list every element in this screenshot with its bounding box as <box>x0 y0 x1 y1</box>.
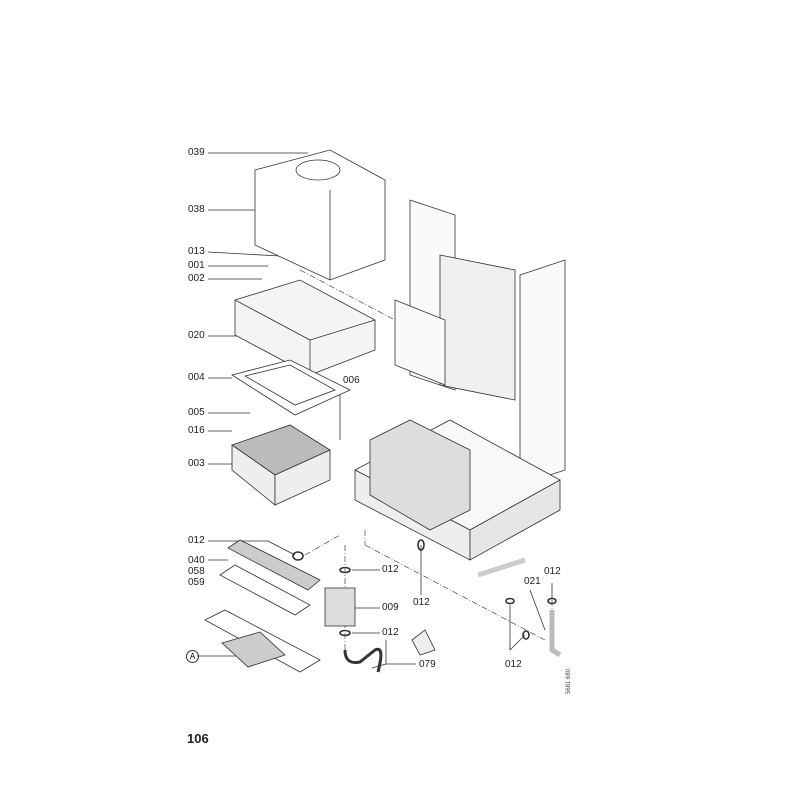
callout-012: 012 <box>188 535 205 546</box>
callout-001: 001 <box>188 260 205 271</box>
callout-004: 004 <box>188 372 205 383</box>
callout-009: 009 <box>382 602 399 613</box>
callout-039: 039 <box>188 147 205 158</box>
callout-012: 012 <box>413 597 430 608</box>
callout-002: 002 <box>188 273 205 284</box>
callout-013: 013 <box>188 246 205 257</box>
callout-040: 040 <box>188 555 205 566</box>
callout-005: 005 <box>188 407 205 418</box>
callout-012: 012 <box>505 659 522 670</box>
page-number: 106 <box>187 731 209 746</box>
callout-079: 079 <box>419 659 436 670</box>
callout-038: 038 <box>188 204 205 215</box>
callout-012: 012 <box>544 566 561 577</box>
callout-058: 058 <box>188 566 205 577</box>
callout-006: 006 <box>343 375 360 386</box>
callout-059: 059 <box>188 577 205 588</box>
callout-003: 003 <box>188 458 205 469</box>
callout-016: 016 <box>188 425 205 436</box>
callout-012: 012 <box>382 627 399 638</box>
detail-marker-a: A <box>186 650 199 663</box>
callout-020: 020 <box>188 330 205 341</box>
callout-012: 012 <box>382 564 399 575</box>
callout-021: 021 <box>524 576 541 587</box>
document-number: 5681 680 <box>566 668 572 694</box>
